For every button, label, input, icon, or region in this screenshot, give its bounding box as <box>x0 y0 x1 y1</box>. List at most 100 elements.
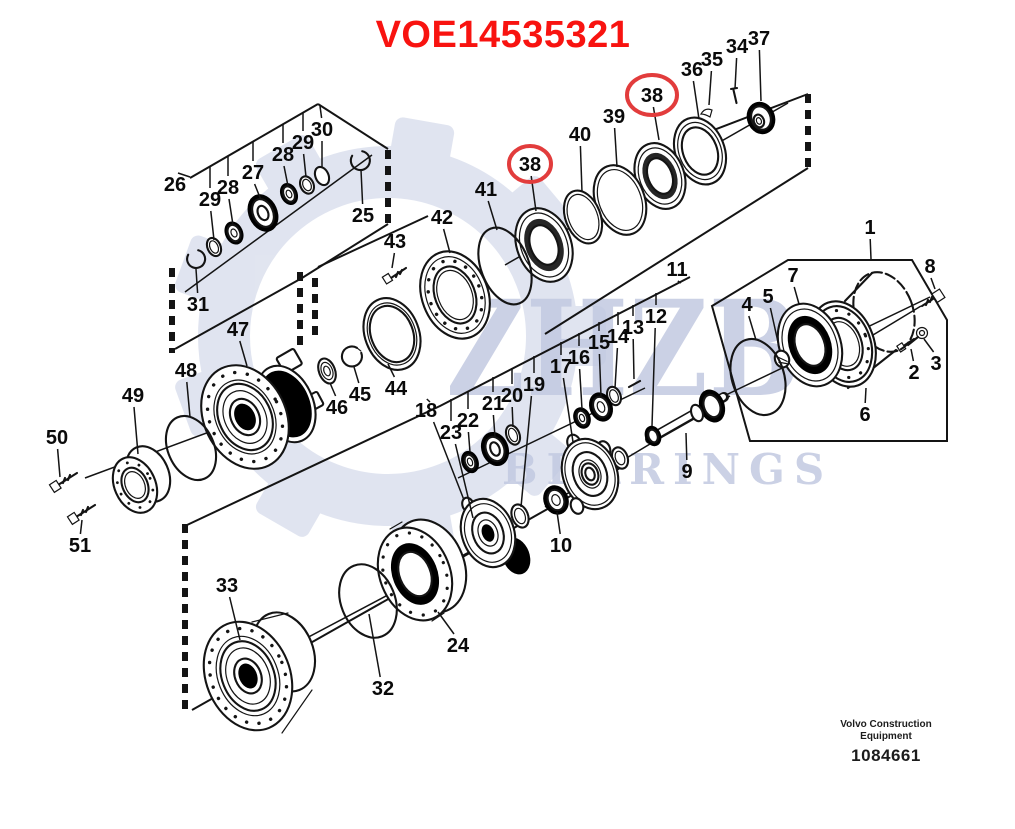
part-3-screw <box>906 326 929 347</box>
part-39-ring <box>592 164 648 236</box>
part-label-22: 22 <box>457 410 479 432</box>
leader-line <box>56 448 61 478</box>
part-44-band-ring <box>362 297 422 371</box>
leader-line <box>769 307 781 352</box>
part-24-ring-gear <box>376 518 468 622</box>
leader-line <box>387 363 396 378</box>
leader-line <box>734 57 738 90</box>
part-label-32: 32 <box>372 678 394 700</box>
leader-line <box>228 198 234 226</box>
part-label-19: 19 <box>523 374 545 396</box>
leader-line <box>685 432 688 461</box>
part-9-shaft <box>644 389 729 447</box>
leader-line <box>319 105 323 119</box>
part-label-34: 34 <box>726 36 749 58</box>
part-34-pin <box>729 86 739 105</box>
part-label-6: 6 <box>859 404 870 426</box>
leader-line <box>562 377 574 443</box>
part-label-4: 4 <box>741 294 753 316</box>
part-label-5: 5 <box>762 286 773 308</box>
leader-line <box>614 347 619 389</box>
part-51-bolt <box>66 503 97 526</box>
leader-line <box>910 348 915 362</box>
part-label-7: 7 <box>787 265 798 287</box>
leader-line <box>487 200 498 231</box>
leader-line <box>613 127 618 168</box>
leader-line <box>79 519 83 535</box>
leader-line <box>210 210 215 241</box>
assembly-group-1 <box>729 271 946 417</box>
part-19-washer <box>510 503 530 529</box>
leader-line <box>368 613 381 678</box>
part-label-31: 31 <box>187 294 209 316</box>
part-label-35: 35 <box>701 49 723 71</box>
part-label-48: 48 <box>175 360 197 382</box>
part-38-seal-left <box>514 207 574 283</box>
footer-block: Volvo Construction Equipment 1084661 <box>800 719 972 766</box>
leader-line <box>437 611 455 635</box>
part-label-23: 23 <box>440 422 462 444</box>
part-label-11: 11 <box>666 259 687 281</box>
leader-line <box>186 381 191 418</box>
part-33-hub <box>202 611 317 734</box>
leader-line <box>442 228 451 254</box>
part-label-38: 38 <box>519 154 541 176</box>
leader-line <box>492 414 496 438</box>
part-20-washer <box>504 424 522 446</box>
part-10-coupling <box>543 485 569 515</box>
leader-line <box>748 315 757 341</box>
leader-line <box>391 252 396 269</box>
part-46-washer <box>317 357 337 385</box>
part-label-15: 15 <box>588 332 610 354</box>
part-label-9: 9 <box>681 461 692 483</box>
part-label-14: 14 <box>607 326 630 348</box>
part-label-26: 26 <box>164 174 186 196</box>
leader-line <box>454 443 474 519</box>
leader-line <box>632 338 635 380</box>
footer-company-line2: Equipment <box>860 730 912 742</box>
leader-line <box>426 398 431 403</box>
part-label-10: 10 <box>550 535 572 557</box>
part-50-bolt <box>48 471 79 494</box>
leader-line <box>556 511 561 535</box>
part-16-bushing <box>573 407 591 429</box>
part-49-bearing <box>111 445 172 514</box>
part-38-seal-right <box>633 142 687 210</box>
leader-line <box>239 340 248 367</box>
leader-line <box>253 183 262 201</box>
part-label-37: 37 <box>748 28 770 50</box>
part-label-17: 17 <box>550 356 572 378</box>
part-label-2: 2 <box>908 362 919 384</box>
part-label-8: 8 <box>924 256 935 278</box>
part-label-49: 49 <box>122 385 144 407</box>
part-4-oring <box>729 337 787 417</box>
leader-line <box>708 70 713 106</box>
leader-line <box>133 406 139 455</box>
part-label-29: 29 <box>292 132 314 154</box>
part-21-gear <box>480 431 510 467</box>
leader-line <box>432 421 465 501</box>
part-label-51: 51 <box>69 535 91 557</box>
part-label-20: 20 <box>501 385 523 407</box>
leader-line <box>923 338 935 353</box>
page-title: VOE14535321 <box>375 14 631 56</box>
part-18-carrier-lower <box>459 496 531 575</box>
part-label-40: 40 <box>569 124 591 146</box>
part-label-29: 29 <box>199 189 221 211</box>
group-1-box <box>710 259 948 442</box>
highlight-circles <box>507 73 679 184</box>
part-42-bearing-ring <box>419 250 491 340</box>
part-label-47: 47 <box>227 319 249 341</box>
part-36-flanged-ring <box>672 116 728 186</box>
part-45-snap-ring <box>340 345 363 368</box>
part-40-ring <box>562 189 604 245</box>
part-label-39: 39 <box>603 106 625 128</box>
part-label-50: 50 <box>46 427 68 449</box>
part-label-42: 42 <box>431 207 453 229</box>
part-5-plug <box>773 349 791 369</box>
part-47-hub <box>200 348 325 470</box>
leader-line <box>283 165 289 187</box>
part-labels: 2629282728293025314748495051333224444546… <box>46 28 942 700</box>
part-label-33: 33 <box>216 575 238 597</box>
